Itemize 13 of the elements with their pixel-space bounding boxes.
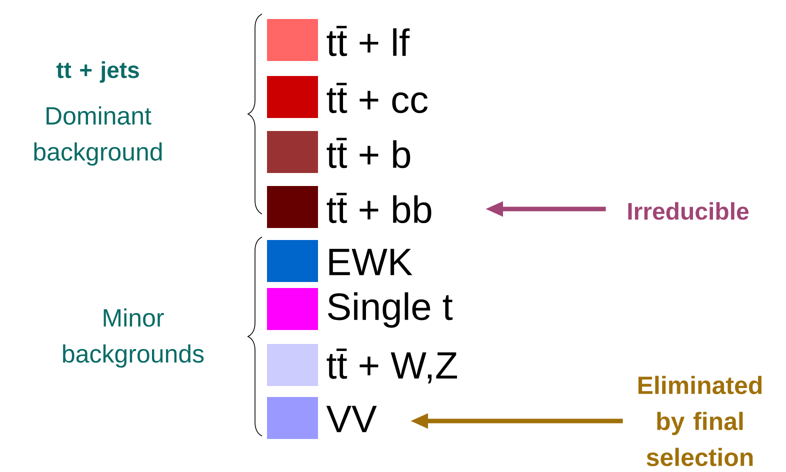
legend-text: tt̄ + cc — [326, 82, 428, 114]
group-label: Dominant background — [34, 106, 162, 166]
legend-text: tt̄ + bb — [326, 192, 432, 224]
legend-text: tt̄ + W,Z — [326, 348, 457, 384]
legend-text: tt̄ + lf — [326, 26, 410, 56]
group-label: Minor backgrounds — [63, 308, 204, 368]
group-label: tt + jets — [56, 61, 139, 83]
legend-text: Single t — [328, 292, 453, 328]
annotation-text: Irreducible — [628, 202, 749, 220]
legend-text: EWK — [329, 248, 412, 276]
annotation-text: Eliminated by final selection — [638, 376, 762, 466]
legend-text: VV — [326, 406, 377, 432]
legend-text: tt̄ + b — [326, 138, 410, 168]
